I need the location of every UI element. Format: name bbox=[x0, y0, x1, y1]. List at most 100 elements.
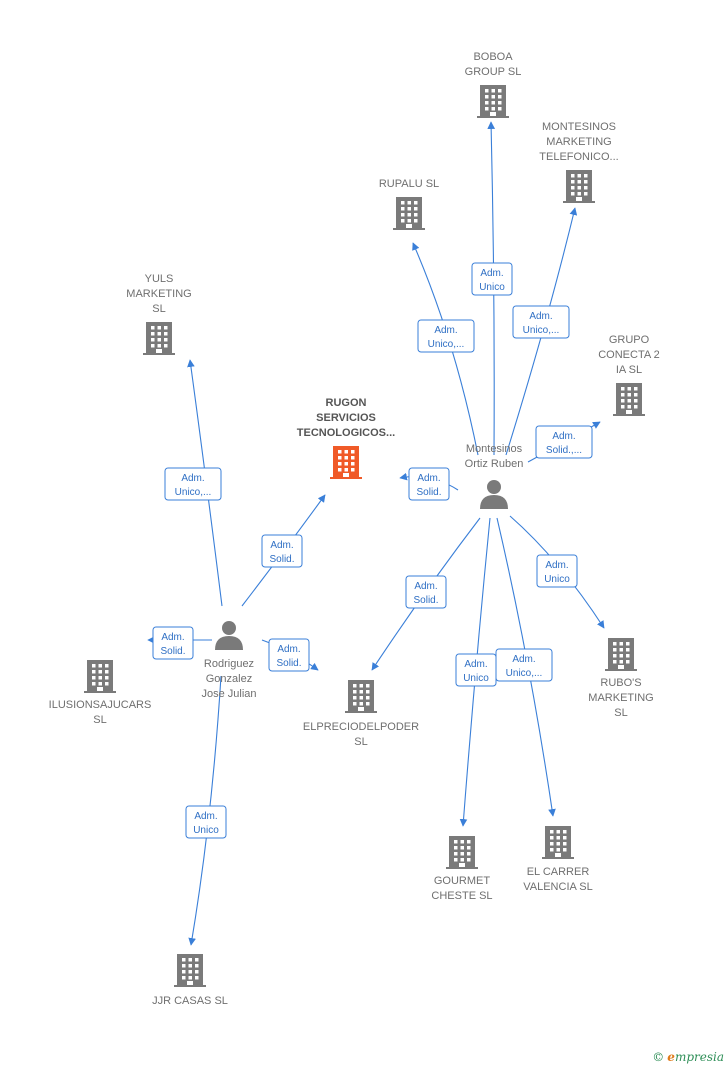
edge-label-text: Unico,... bbox=[175, 487, 212, 498]
building-icon bbox=[84, 660, 116, 693]
node-label: CHESTE SL bbox=[431, 890, 492, 902]
node-ilusion[interactable]: ILUSIONSAJUCARS SL bbox=[49, 660, 152, 726]
brand-initial: e bbox=[667, 1050, 675, 1064]
edge-label-box bbox=[268, 638, 310, 672]
node-label: Rodriguez bbox=[204, 658, 254, 670]
node-rugon[interactable]: RUGONSERVICIOSTECNOLOGICOS... bbox=[297, 397, 395, 479]
edge-label-text: Solid. bbox=[160, 646, 185, 657]
edge-label-text: Adm. bbox=[480, 268, 503, 279]
node-label: MARKETING bbox=[588, 692, 653, 704]
edge-label-text: Adm. bbox=[414, 581, 437, 592]
node-rupalu[interactable]: RUPALU SL bbox=[379, 178, 439, 230]
node-label: BOBOA bbox=[473, 51, 513, 63]
node-label: VALENCIA SL bbox=[523, 881, 593, 893]
node-grupo[interactable]: GRUPO CONECTA 2 IA SL bbox=[598, 334, 660, 416]
building-icon bbox=[563, 170, 595, 203]
node-label: IA SL bbox=[616, 364, 642, 376]
edge-label-montesinos_p-to-rupalu[interactable]: Adm. Unico,... bbox=[417, 319, 475, 353]
edge-label-text: Unico,... bbox=[523, 325, 560, 336]
building-icon bbox=[393, 197, 425, 230]
edge-label-text: Solid.,... bbox=[546, 445, 582, 456]
edge-label-montesinos_p-to-montesinos_mkt[interactable]: Adm.Unico,... bbox=[512, 305, 570, 339]
building-icon bbox=[446, 836, 478, 869]
node-boboa[interactable]: BOBOA GROUP SL bbox=[465, 51, 522, 118]
edge-label-text: Adm. bbox=[417, 473, 440, 484]
node-label: SL bbox=[614, 707, 627, 719]
node-label: YULS bbox=[145, 273, 174, 285]
edge-label-box bbox=[152, 626, 194, 660]
edge-label-box bbox=[185, 805, 227, 839]
node-label: GROUP SL bbox=[465, 66, 522, 78]
edge-label-montesinos_p-to-rugon[interactable]: Adm.Solid. bbox=[408, 467, 450, 501]
node-label: Montesinos bbox=[466, 443, 523, 455]
edge-label-montesinos_p-to-boboa[interactable]: Adm.Unico bbox=[471, 262, 513, 296]
node-label: MARKETING bbox=[546, 136, 611, 148]
edge-label-text: Adm. bbox=[181, 473, 204, 484]
node-montesinos_mkt[interactable]: MONTESINOS MARKETING TELEFONICO... bbox=[539, 121, 619, 203]
node-label: RUPALU SL bbox=[379, 178, 439, 190]
edge-label-text: Adm. bbox=[552, 431, 575, 442]
edge-label-text: Unico bbox=[193, 825, 219, 836]
node-jjr[interactable]: JJR CASAS SL bbox=[152, 954, 228, 1007]
edge-label-text: Unico bbox=[463, 673, 489, 684]
node-label: ILUSIONSAJUCARS bbox=[49, 699, 152, 711]
edge-label-text: Adm. bbox=[270, 540, 293, 551]
node-elprecio[interactable]: ELPRECIODELPODER SL bbox=[303, 680, 419, 748]
edge-label-box bbox=[261, 534, 303, 568]
node-label: SL bbox=[354, 736, 367, 748]
nodes-layer: BOBOA GROUP SL MONTESINOS MARKETING TELEFONI… bbox=[49, 51, 660, 1007]
edge-label-text: Unico,... bbox=[428, 339, 465, 350]
edge-label-rodriguez-to-elprecio[interactable]: Adm. Solid. bbox=[268, 638, 310, 672]
edge-label-box bbox=[495, 648, 553, 682]
edge-label-text: Adm. bbox=[434, 325, 457, 336]
brand-name: mpresia bbox=[674, 1050, 724, 1064]
edge-label-box bbox=[408, 467, 450, 501]
building-icon bbox=[542, 826, 574, 859]
edge-label-text: Unico bbox=[544, 574, 570, 585]
building-icon bbox=[345, 680, 377, 713]
edge-label-montesinos_p-to-gourmet[interactable]: Adm. Unico bbox=[455, 653, 497, 687]
copyright-symbol: © bbox=[652, 1050, 665, 1064]
node-label: MONTESINOS bbox=[542, 121, 616, 133]
edge-label-montesinos_p-to-elprecio[interactable]: Adm. Solid. bbox=[405, 575, 447, 609]
edge-label-text: Adm. bbox=[512, 654, 535, 665]
node-label: JJR CASAS SL bbox=[152, 995, 228, 1007]
node-label: SL bbox=[93, 714, 106, 726]
edge-labels-layer: Adm.UnicoAdm.Unico,...Adm.Unico,...Adm.S… bbox=[152, 262, 593, 839]
edge-label-text: Adm. bbox=[161, 632, 184, 643]
edge-label-box bbox=[536, 554, 578, 588]
edge-label-rodriguez-to-rugon[interactable]: Adm. Solid. bbox=[261, 534, 303, 568]
edge-label-box bbox=[405, 575, 447, 609]
edge-label-box bbox=[471, 262, 513, 296]
brand-watermark: ©empresia bbox=[652, 1050, 724, 1064]
edge-label-text: Solid. bbox=[413, 595, 438, 606]
edge-label-montesinos_p-to-carrer[interactable]: Adm.Unico,... bbox=[495, 648, 553, 682]
node-label: SL bbox=[152, 303, 165, 315]
edge-label-text: Adm. bbox=[277, 644, 300, 655]
person-icon bbox=[215, 621, 243, 650]
node-label: RUGON bbox=[326, 397, 367, 409]
node-label: TELEFONICO... bbox=[539, 151, 618, 163]
edge-label-rodriguez-to-ilusion[interactable]: Adm. Solid. bbox=[152, 626, 194, 660]
node-label: CONECTA 2 bbox=[598, 349, 660, 361]
edge-label-text: Solid. bbox=[269, 554, 294, 565]
edge-label-box bbox=[512, 305, 570, 339]
edge-label-montesinos_p-to-rubos[interactable]: Adm.Unico bbox=[536, 554, 578, 588]
edge-label-rodriguez-to-jjr[interactable]: Adm. Unico bbox=[185, 805, 227, 839]
node-label: GRUPO bbox=[609, 334, 650, 346]
edge-label-text: Adm. bbox=[464, 659, 487, 670]
node-label: SERVICIOS bbox=[316, 412, 376, 424]
edge-label-montesinos_p-to-grupo[interactable]: Adm. Solid.,... bbox=[535, 425, 593, 459]
node-label: ELPRECIODELPODER bbox=[303, 721, 419, 733]
building-icon bbox=[605, 638, 637, 671]
edge-label-text: Adm. bbox=[194, 811, 217, 822]
edge-label-text: Solid. bbox=[276, 658, 301, 669]
edge-label-rodriguez-to-yuls[interactable]: Adm. Unico,... bbox=[164, 467, 222, 501]
